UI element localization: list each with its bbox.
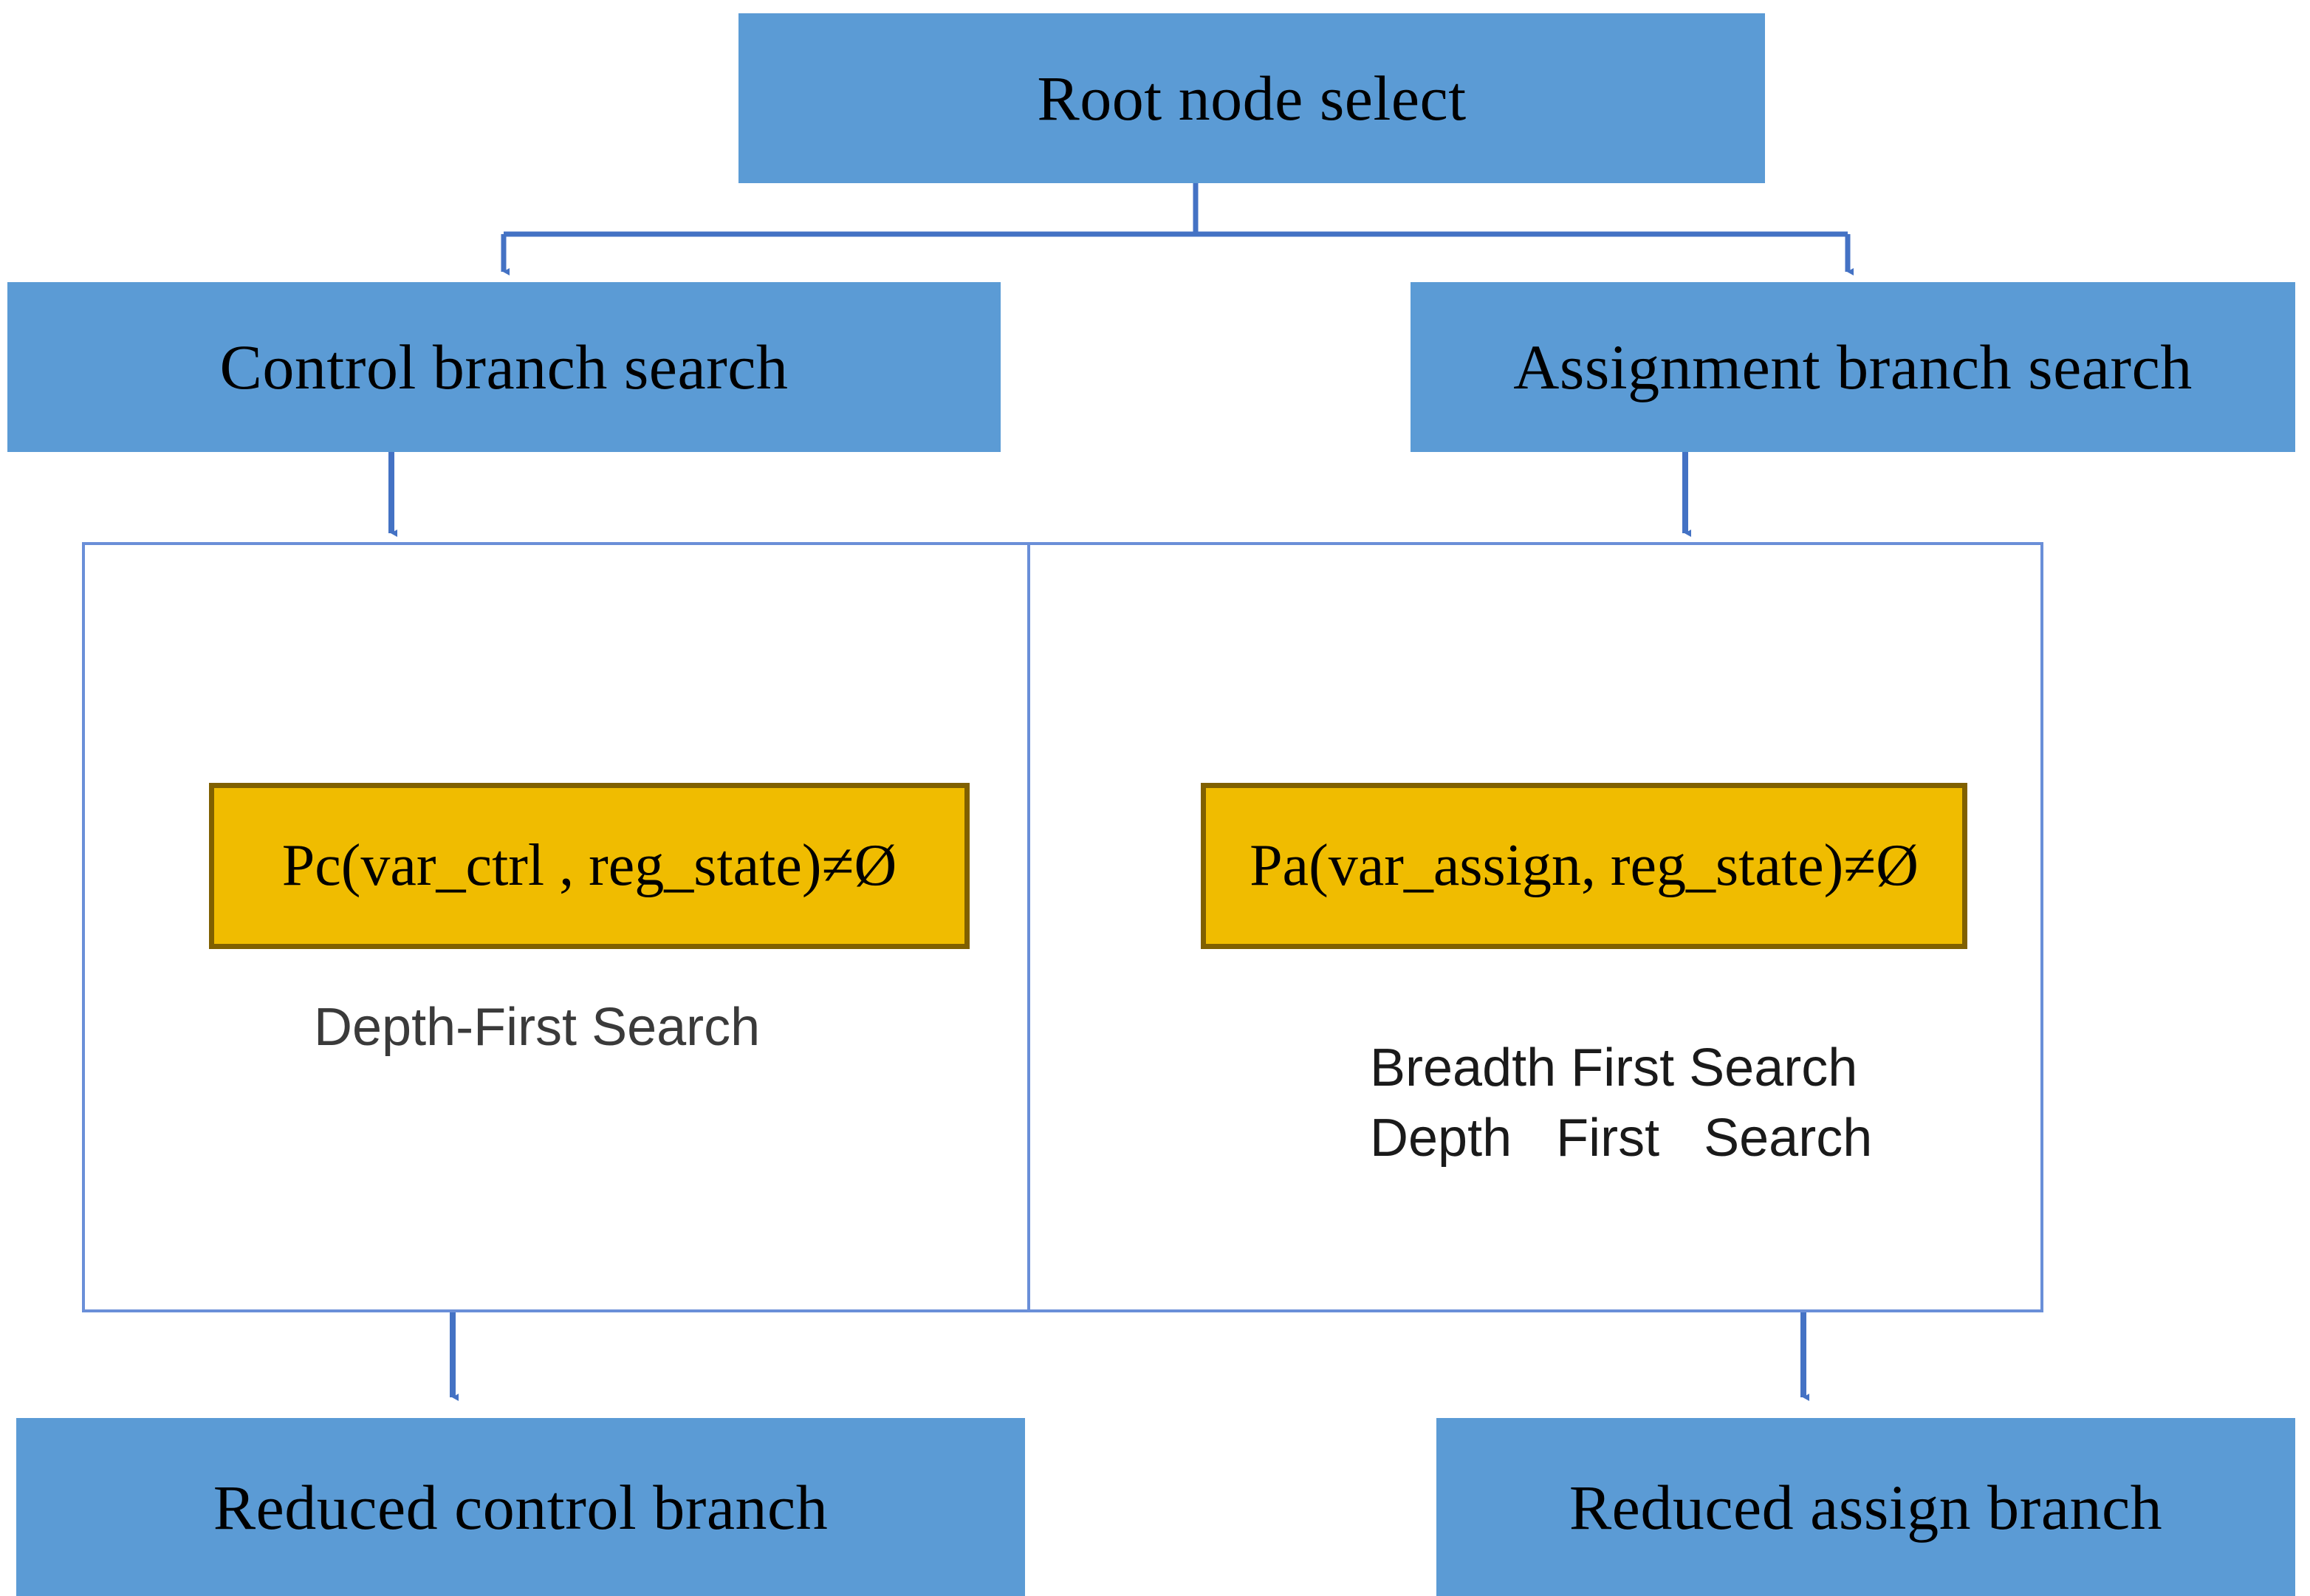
node-control-condition[interactable]: Pc(var_ctrl , reg_state)≠Ø <box>209 783 970 949</box>
node-assignment-branch-label: Assignment branch search <box>1513 332 2193 403</box>
node-root-label: Root node select <box>1037 63 1467 134</box>
node-assign-condition[interactable]: Pa(var_assign, reg_state)≠Ø <box>1201 783 1967 949</box>
label-assign-search-strategy-depth: Depth First Search <box>1370 1109 1873 1168</box>
panel-vertical-divider <box>1027 545 1030 1309</box>
node-root-node-select[interactable]: Root node select <box>738 13 1765 183</box>
node-control-condition-label: Pc(var_ctrl , reg_state)≠Ø <box>281 833 897 898</box>
node-assignment-branch-search[interactable]: Assignment branch search <box>1411 282 2295 452</box>
edge-root-to-branches <box>501 183 1854 275</box>
label-control-search-strategy: Depth-First Search <box>314 998 761 1057</box>
node-control-branch-label: Control branch search <box>219 332 789 403</box>
node-assign-condition-label: Pa(var_assign, reg_state)≠Ø <box>1250 833 1919 898</box>
node-reduced-control-branch[interactable]: Reduced control branch <box>16 1418 1025 1596</box>
node-reduced-assign-label: Reduced assign branch <box>1569 1471 2163 1543</box>
node-control-branch-search[interactable]: Control branch search <box>7 282 1001 452</box>
node-reduced-control-label: Reduced control branch <box>213 1471 829 1543</box>
label-assign-search-strategy-breadth: Breadth First Search <box>1370 1038 1858 1097</box>
node-reduced-assign-branch[interactable]: Reduced assign branch <box>1436 1418 2295 1596</box>
